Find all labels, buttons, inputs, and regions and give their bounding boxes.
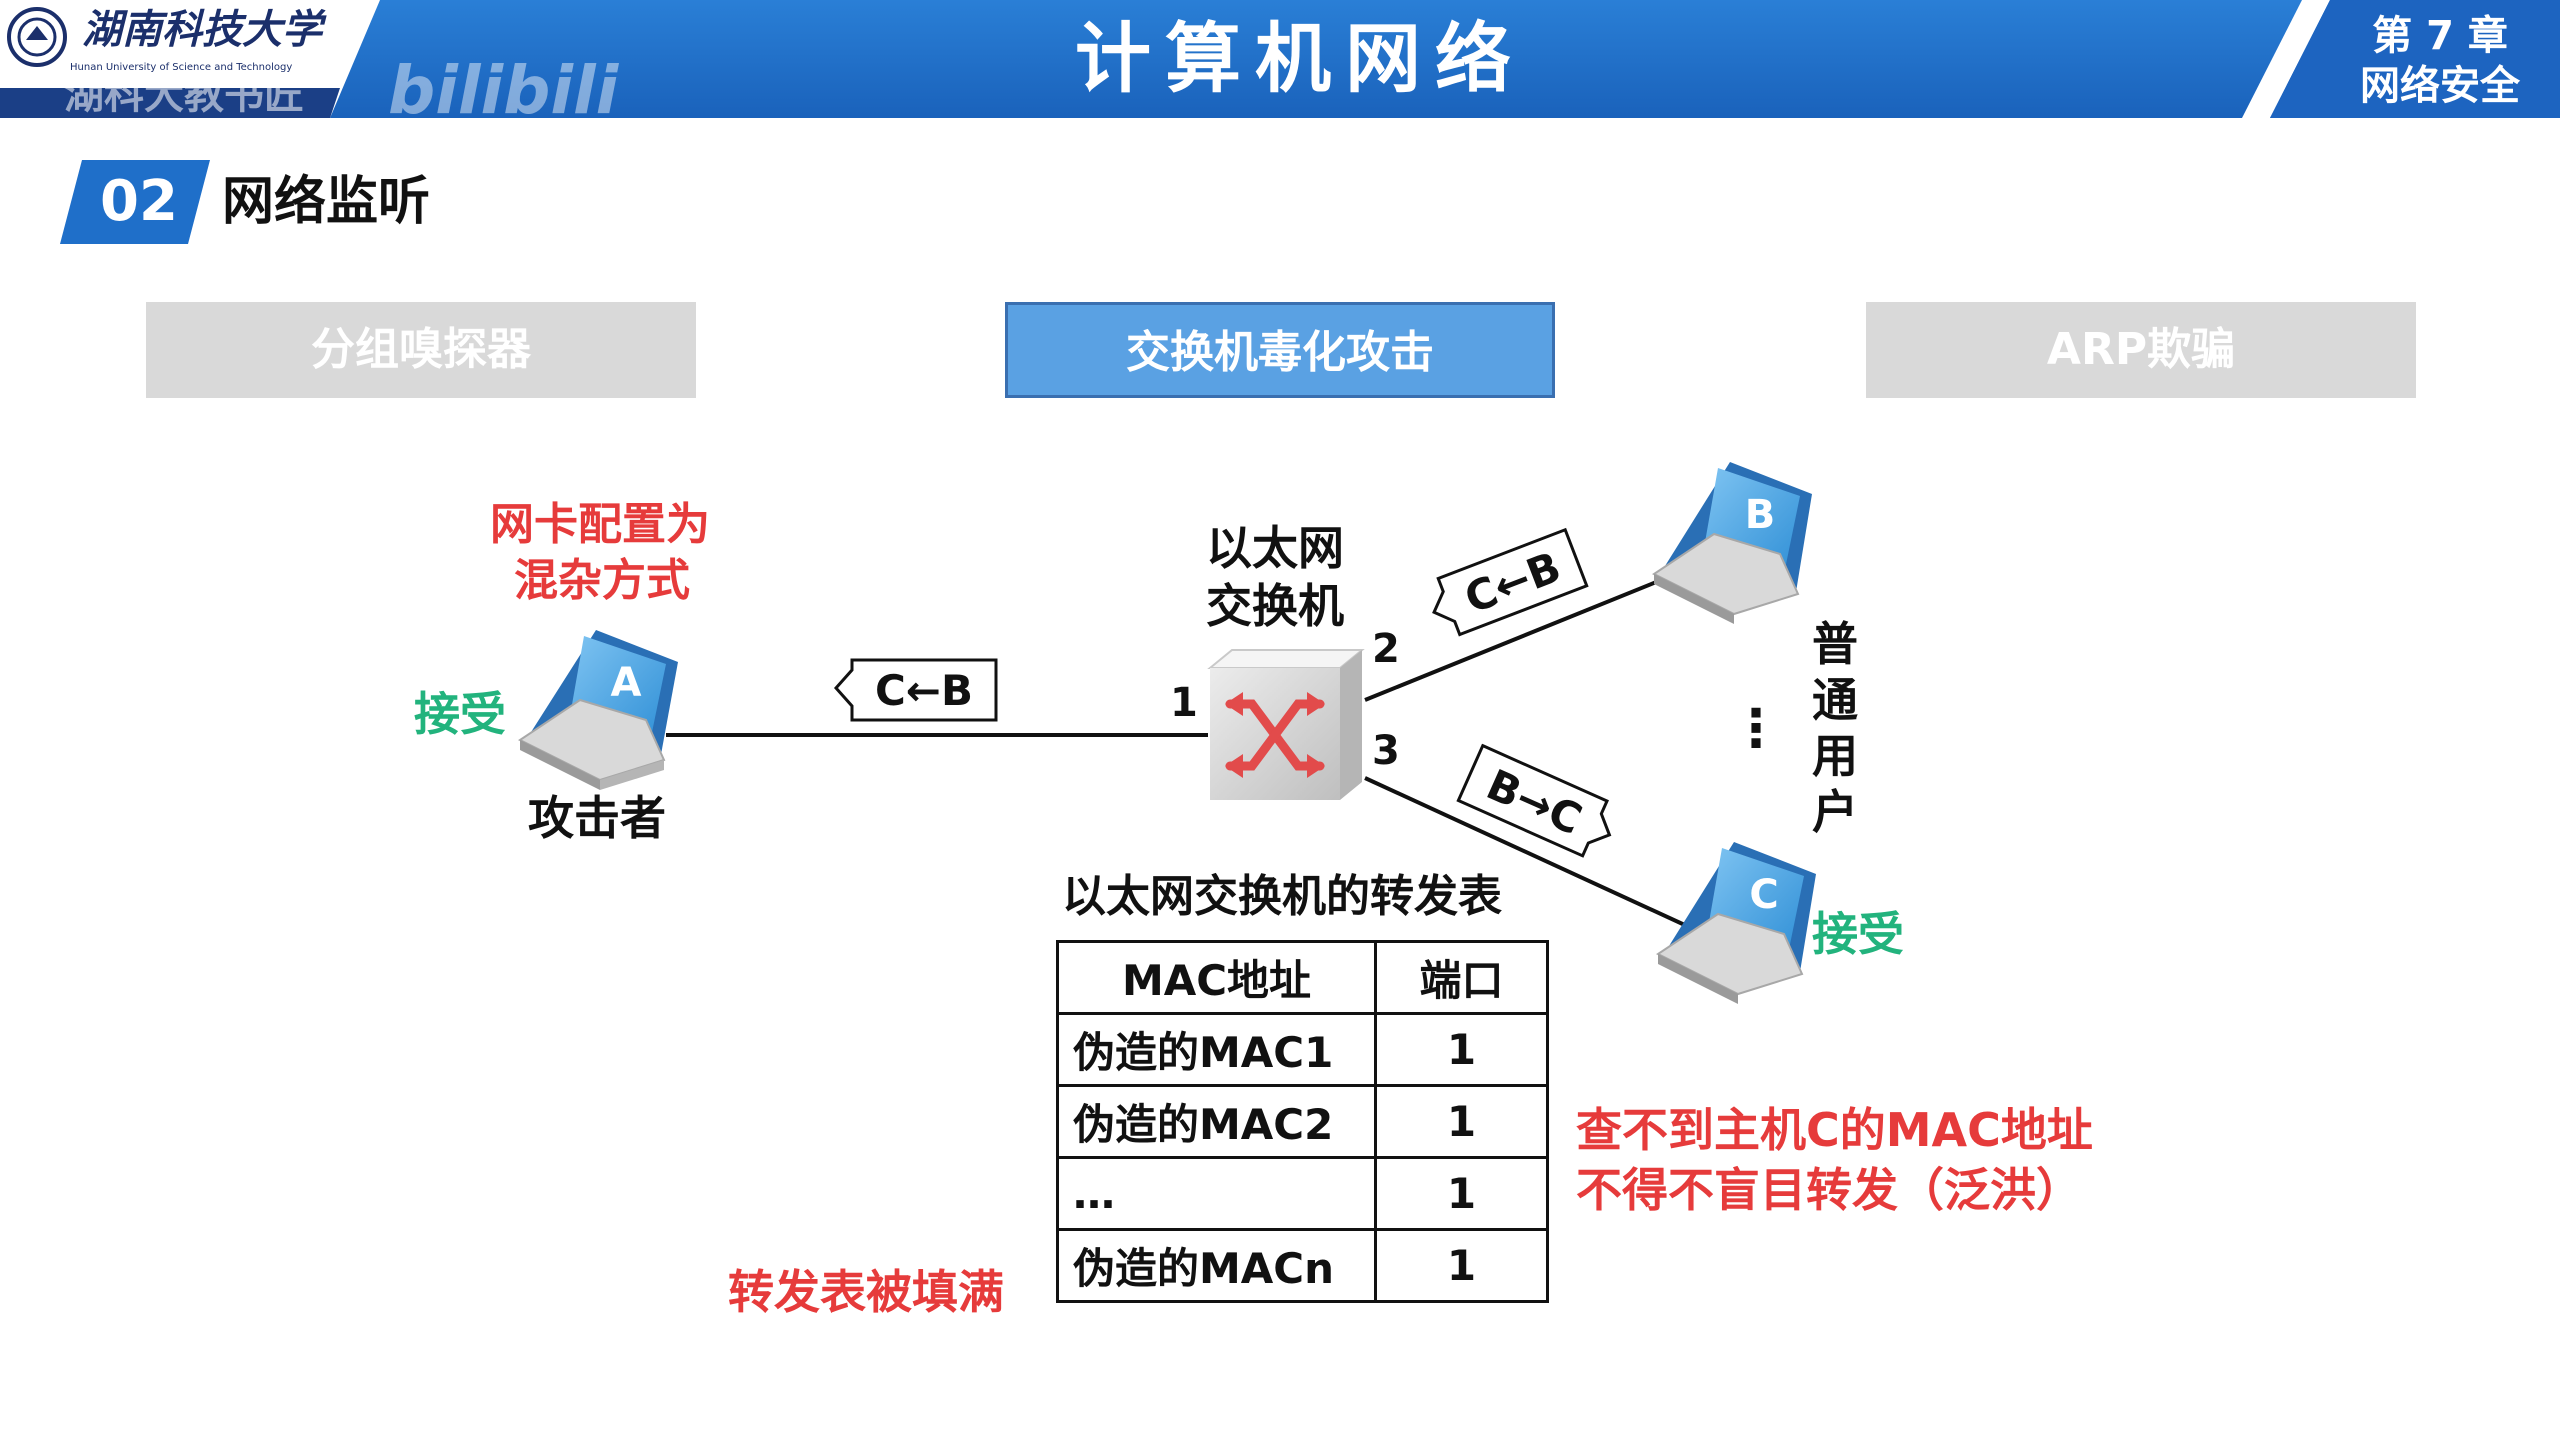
attacker-name: 攻击者 <box>528 791 666 845</box>
cell-port: 1 <box>1374 1228 1549 1303</box>
switch-label-line2: 交换机 <box>1206 579 1344 633</box>
frame-b-to-c: B→C <box>1456 743 1612 858</box>
university-seal-logo <box>7 7 67 67</box>
cell-mac: 伪造的MAC2 <box>1056 1084 1377 1159</box>
table-row: 伪造的MAC1 1 <box>1056 1012 1549 1087</box>
svg-text:B: B <box>1745 492 1776 538</box>
section-number-badge <box>60 160 210 244</box>
header-background <box>0 0 2560 118</box>
users-label-char-4: 户 <box>1812 785 1858 839</box>
table-row: 伪造的MAC2 1 <box>1056 1084 1549 1159</box>
header-bar: 湖南科技大学 Hunan University of Science and T… <box>0 0 2560 126</box>
link-switch-host-b <box>1364 572 1677 702</box>
more-users-ellipsis: ⋮ <box>1730 699 1782 759</box>
tab-packet-sniffer[interactable]: 分组嗅探器 <box>146 302 696 398</box>
frame-c-from-b: C←B <box>1432 527 1589 637</box>
attacker-note-line1: 网卡配置为 <box>490 499 710 550</box>
users-label-char-3: 用 <box>1812 729 1858 783</box>
svg-text:A: A <box>611 660 642 706</box>
forwarding-table: MAC地址 端口 伪造的MAC1 1 伪造的MAC2 1 … 1 伪造的MACn… <box>1056 940 1549 1303</box>
users-label-char-1: 普 <box>1812 617 1858 671</box>
university-name-en: Hunan University of Science and Technolo… <box>70 62 293 73</box>
column-header-port: 端口 <box>1374 940 1549 1015</box>
forwarding-table-title: 以太网交换机的转发表 <box>1062 871 1502 922</box>
cell-mac: 伪造的MAC1 <box>1056 1012 1377 1087</box>
cell-port: 1 <box>1374 1084 1549 1159</box>
tab-switch-poisoning[interactable]: 交换机毒化攻击 <box>1005 302 1555 398</box>
switch-label-line1: 以太网 <box>1206 521 1344 575</box>
section-title: 网络监听 <box>222 172 431 232</box>
table-full-note: 转发表被填满 <box>728 1265 1004 1319</box>
host-c-status: 接受 <box>1812 907 1904 961</box>
tab-arp-spoofing[interactable]: ARP欺骗 <box>1866 302 2416 398</box>
cell-port: 1 <box>1374 1156 1549 1231</box>
table-row: 伪造的MACn 1 <box>1056 1228 1549 1303</box>
port-label-3: 3 <box>1372 728 1400 774</box>
port-label-2: 2 <box>1372 626 1400 672</box>
cell-mac: … <box>1056 1156 1377 1231</box>
page-title: 计算机网络 <box>1075 14 1525 103</box>
cell-mac: 伪造的MACn <box>1056 1228 1377 1303</box>
ethernet-switch-icon <box>1207 649 1365 800</box>
frame-c-from-b-to-attacker: C←B <box>833 658 998 722</box>
link-switch-host-c <box>1364 776 1701 934</box>
chapter-name: 网络安全 <box>2360 63 2520 109</box>
section-number: 02 <box>100 169 178 234</box>
svg-text:C: C <box>1749 872 1778 918</box>
watermark-channel-name: 湖科大教书匠 <box>64 72 304 118</box>
table-header-row: MAC地址 端口 <box>1056 940 1549 1015</box>
cell-port: 1 <box>1374 1012 1549 1087</box>
frame-label-to-attacker: C←B <box>875 666 973 715</box>
users-label-char-2: 通 <box>1812 673 1858 727</box>
watermark-bilibili-logo: bilibili <box>388 52 619 129</box>
flood-note-line1: 查不到主机C的MAC地址 <box>1576 1103 2093 1157</box>
attacker-note-line2: 混杂方式 <box>514 555 690 606</box>
chapter-number: 第 7 章 <box>2372 13 2508 59</box>
table-row: … 1 <box>1056 1156 1549 1231</box>
flood-note-line2: 不得不盲目转发（泛洪） <box>1576 1163 2082 1217</box>
laptop-a-icon: A <box>518 630 678 790</box>
university-name-cn: 湖南科技大学 <box>82 6 322 53</box>
attacker-status: 接受 <box>414 687 506 741</box>
port-label-1: 1 <box>1170 680 1198 726</box>
laptop-b-icon: B <box>1652 462 1812 624</box>
laptop-c-icon: C <box>1656 842 1816 1004</box>
column-header-mac: MAC地址 <box>1056 940 1377 1015</box>
